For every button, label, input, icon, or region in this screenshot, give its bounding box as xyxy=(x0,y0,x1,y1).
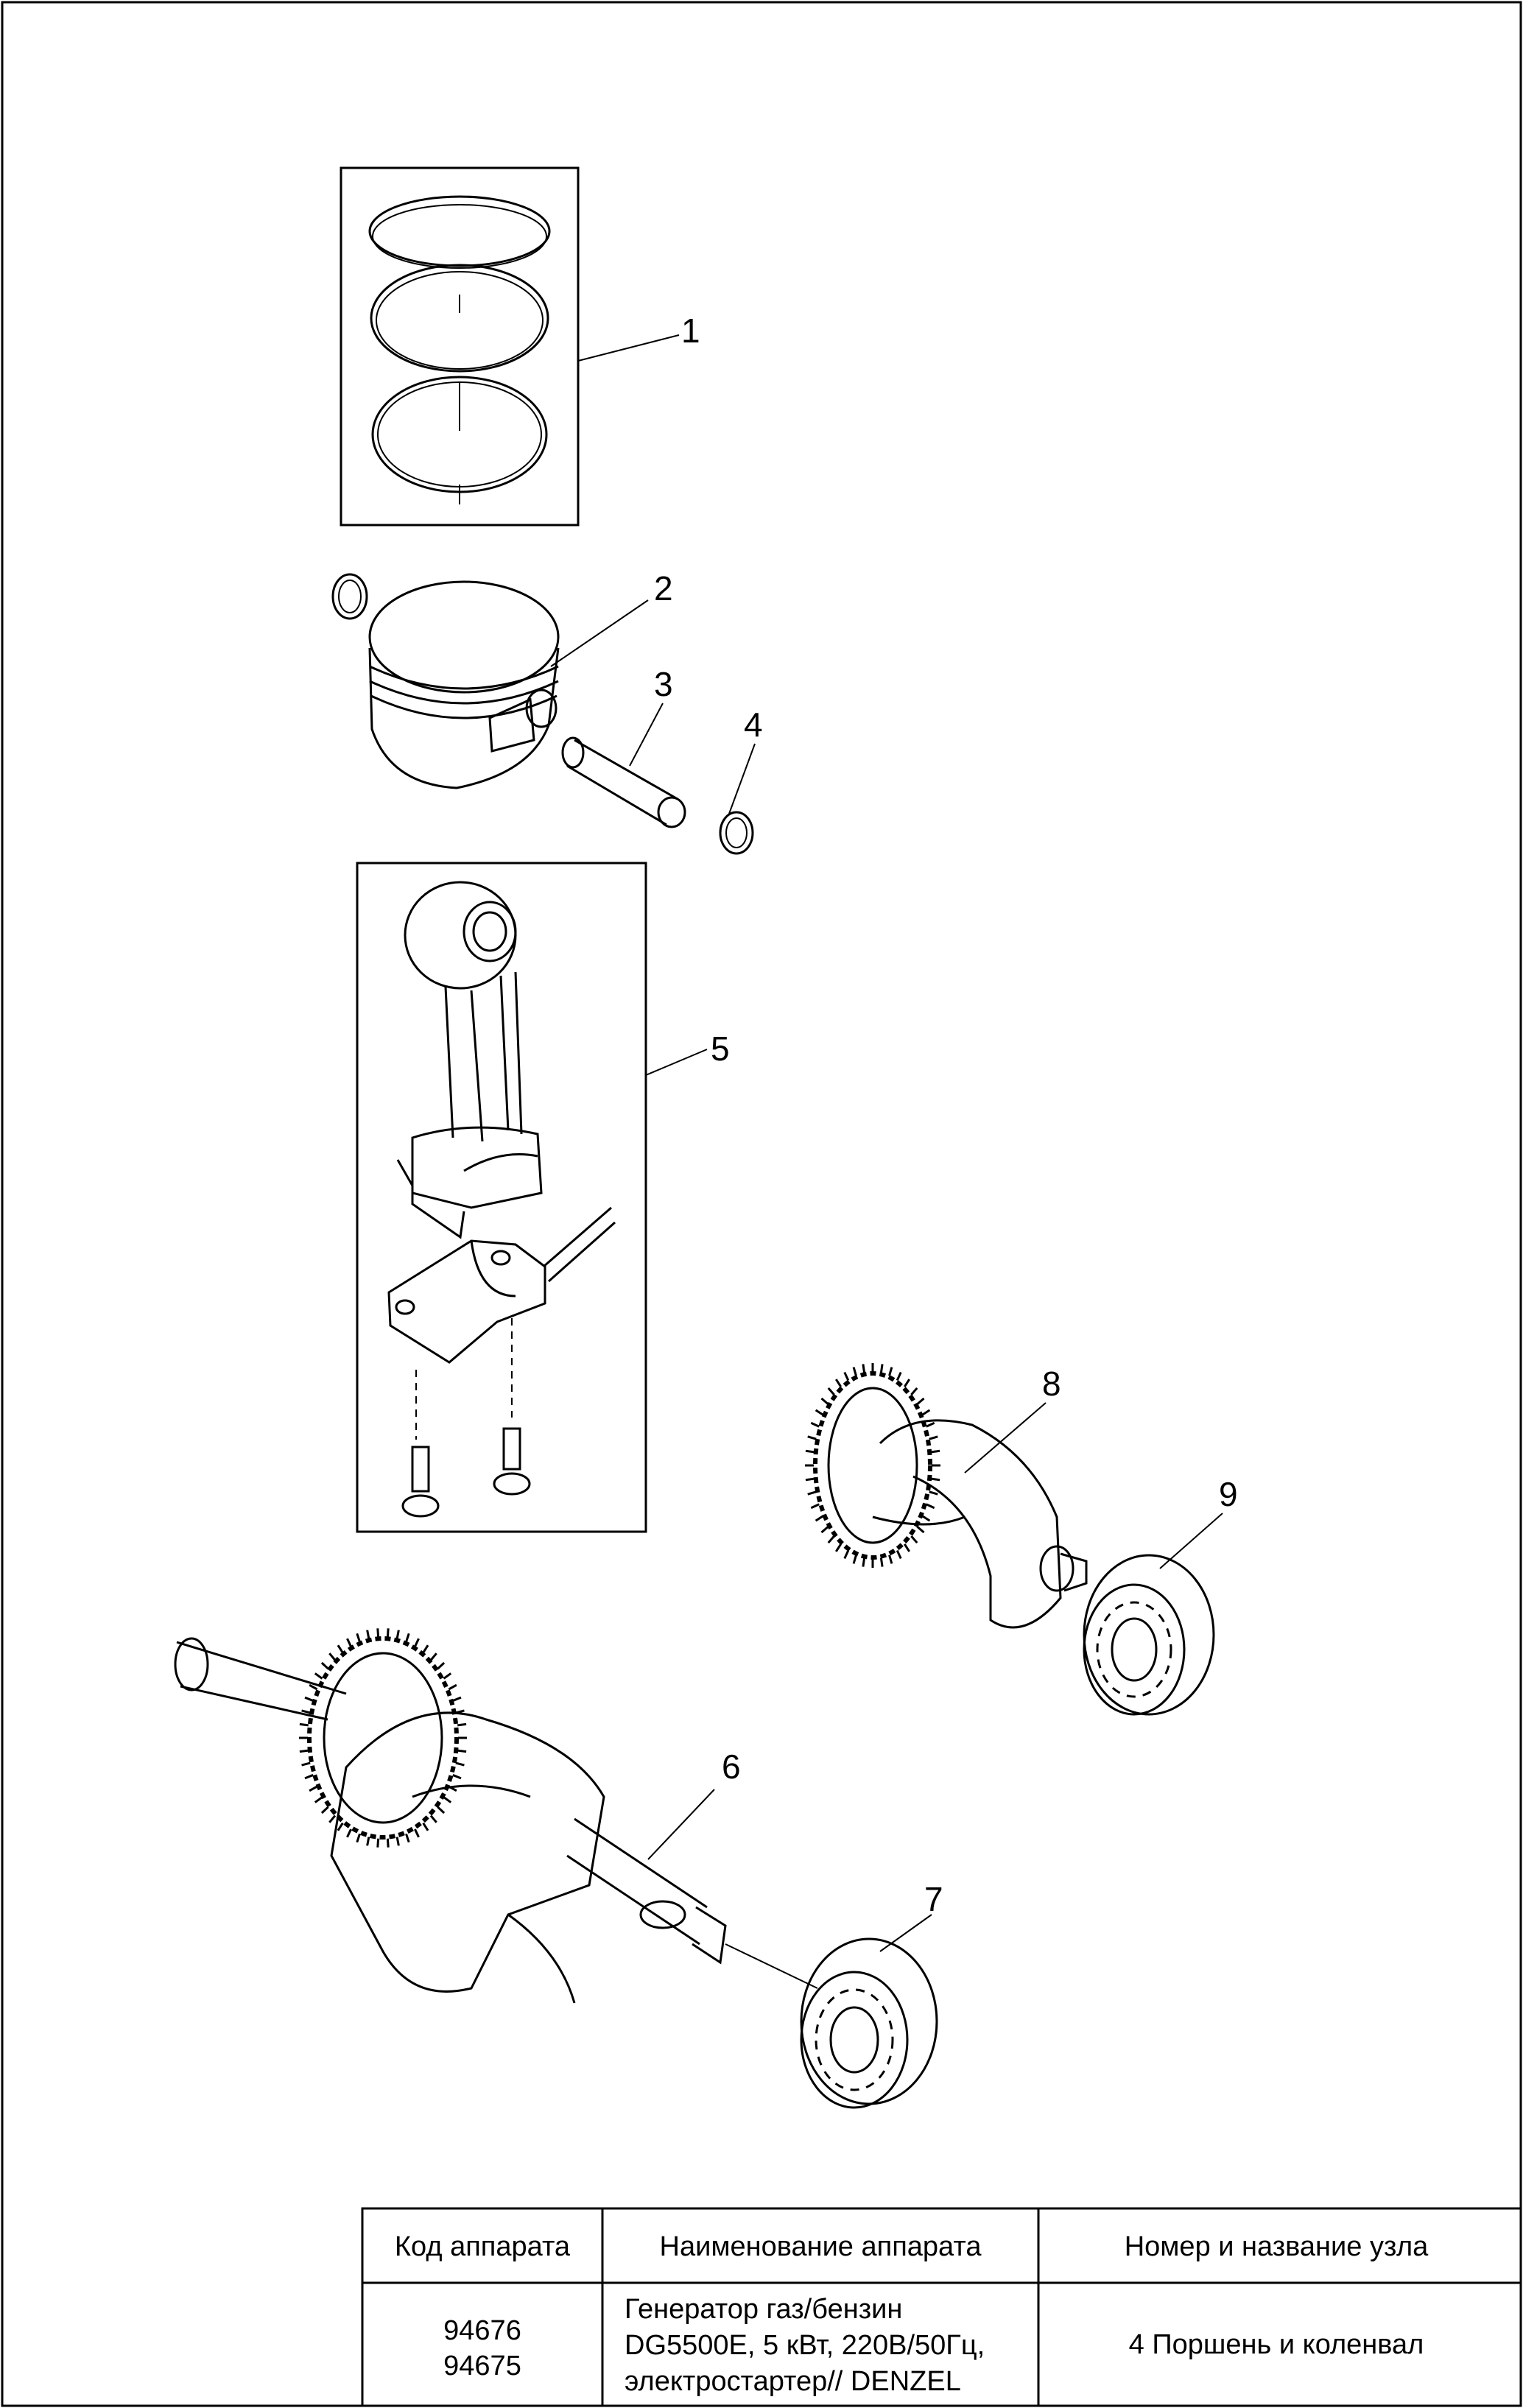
header-name: Наименование аппарата xyxy=(660,2231,982,2262)
header-code: Код аппарата xyxy=(395,2231,571,2262)
leader-4 xyxy=(728,743,756,814)
leader-9 xyxy=(1159,1513,1223,1569)
header-assembly: Номер и название узла xyxy=(1125,2231,1429,2262)
callout-5: 5 xyxy=(711,1029,730,1068)
callout-2: 2 xyxy=(654,569,673,608)
bearing-7-part xyxy=(800,1914,938,2109)
callout-9: 9 xyxy=(1219,1475,1238,1513)
callout-4: 4 xyxy=(744,705,763,744)
leader-2 xyxy=(550,599,649,667)
bearing-9-part xyxy=(1083,1513,1223,1716)
leader-3 xyxy=(629,703,664,767)
name-line-1: Генератор газ/бензин xyxy=(625,2294,902,2325)
callout-6: 6 xyxy=(722,1747,741,1786)
balancer-part xyxy=(813,1371,1088,1629)
callout-3: 3 xyxy=(654,665,673,703)
leader-6 xyxy=(647,1789,715,1860)
code-value-2: 94675 xyxy=(443,2351,521,2381)
name-line-3: электростартер// DENZEL xyxy=(625,2366,961,2397)
code-value-1: 94676 xyxy=(443,2315,521,2346)
assembly-value: 4 Поршень и коленвал xyxy=(1129,2329,1424,2360)
piston-rings-part xyxy=(340,166,680,527)
connecting-rod-part xyxy=(356,862,708,1533)
leader-5 xyxy=(645,1049,708,1076)
callout-8: 8 xyxy=(1042,1365,1061,1403)
crankshaft-gear-teeth xyxy=(299,1628,467,1848)
connecting-rod-box xyxy=(356,862,647,1533)
callout-7: 7 xyxy=(924,1880,943,1918)
name-line-2: DG5500E, 5 кВт, 220В/50Гц, xyxy=(625,2330,985,2361)
leader-7 xyxy=(879,1914,932,1952)
piston-part xyxy=(331,573,756,855)
leader-1 xyxy=(577,334,680,362)
title-block-table: Код аппарата Наименование аппарата Номер… xyxy=(361,2207,1522,2407)
piston-rings-box xyxy=(340,166,580,527)
balancer-gear-teeth xyxy=(805,1363,940,1568)
callout-1: 1 xyxy=(681,311,700,350)
crankshaft-part xyxy=(174,1636,818,2004)
leader-8 xyxy=(964,1402,1047,1474)
